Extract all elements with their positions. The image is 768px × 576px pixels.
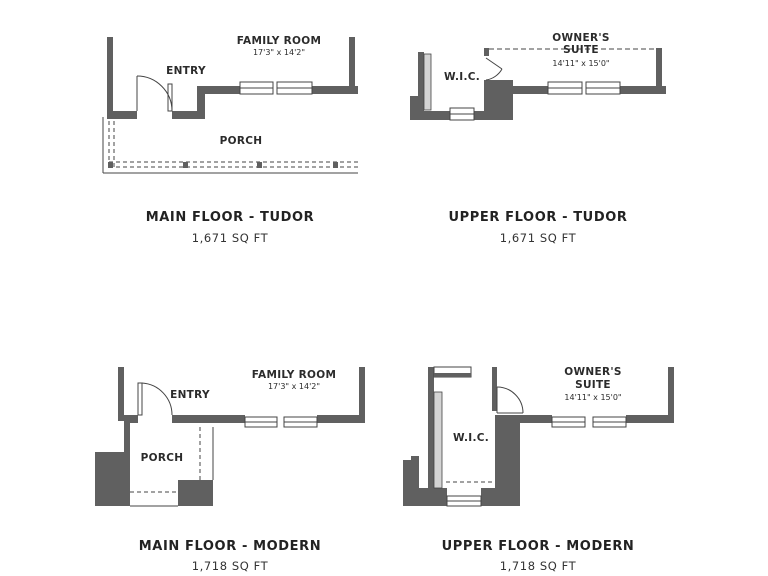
porch-outline (130, 427, 214, 507)
entry-label: ENTRY (170, 389, 210, 401)
closet-shelf (423, 53, 432, 111)
owners-suite-dims: 14'11" x 15'0" (564, 393, 621, 402)
walls (403, 367, 674, 506)
windows (239, 81, 313, 95)
family-room-label: FAMILY ROOM (252, 369, 336, 381)
plan-title-main-modern: MAIN FLOOR - MODERN (138, 539, 322, 554)
porch-label: PORCH (141, 452, 184, 464)
owners-suite-label-line1: OWNER'S (564, 366, 621, 378)
plan-upper-floor-modern: OWNER'S SUITE 14'11" x 15'0" W.I.C. (403, 366, 674, 507)
owners-suite-label-line1: OWNER'S (552, 32, 609, 44)
entry-door (136, 75, 173, 112)
plan-main-floor-tudor: FAMILY ROOM 17'3" x 14'2" ENTRY PORCH (102, 35, 358, 174)
wic-label: W.I.C. (453, 432, 489, 444)
porch-posts (108, 162, 338, 168)
family-room-dims: 17'3" x 14'2" (253, 48, 305, 57)
plan-upper-floor-tudor: OWNER'S SUITE 14'11" x 15'0" W.I.C. (410, 32, 666, 121)
family-room-label: FAMILY ROOM (237, 35, 321, 47)
plan-title-upper-tudor: UPPER FLOOR - TUDOR (448, 210, 628, 225)
family-room-dims: 17'3" x 14'2" (268, 382, 320, 391)
walls (410, 48, 666, 120)
entry-door (137, 382, 173, 416)
owners-suite-dims: 14'11" x 15'0" (552, 59, 609, 68)
plan-sqft-main-tudor: 1,671 SQ FT (191, 231, 269, 245)
plan-title-main-tudor: MAIN FLOOR - TUDOR (145, 210, 315, 225)
windows (446, 416, 627, 507)
plan-sqft-main-modern: 1,718 SQ FT (191, 559, 269, 573)
windows (244, 416, 318, 428)
owners-suite-label-line2: SUITE (575, 379, 611, 391)
plan-title-upper-modern: UPPER FLOOR - MODERN (441, 539, 635, 554)
suite-door (496, 386, 524, 414)
walls (95, 367, 365, 506)
wic-label: W.I.C. (444, 71, 480, 83)
owners-suite-label-line2: SUITE (563, 44, 599, 56)
walls (107, 37, 358, 119)
entry-label: ENTRY (166, 65, 206, 77)
porch-outline (102, 117, 358, 174)
porch-label: PORCH (220, 135, 263, 147)
closet-shelf (433, 391, 443, 489)
windows (449, 81, 621, 121)
plan-main-floor-modern: FAMILY ROOM 17'3" x 14'2" ENTRY PORCH (95, 367, 365, 507)
plan-sqft-upper-modern: 1,718 SQ FT (499, 559, 577, 573)
plan-sqft-upper-tudor: 1,671 SQ FT (499, 231, 577, 245)
wic-door (485, 57, 503, 81)
